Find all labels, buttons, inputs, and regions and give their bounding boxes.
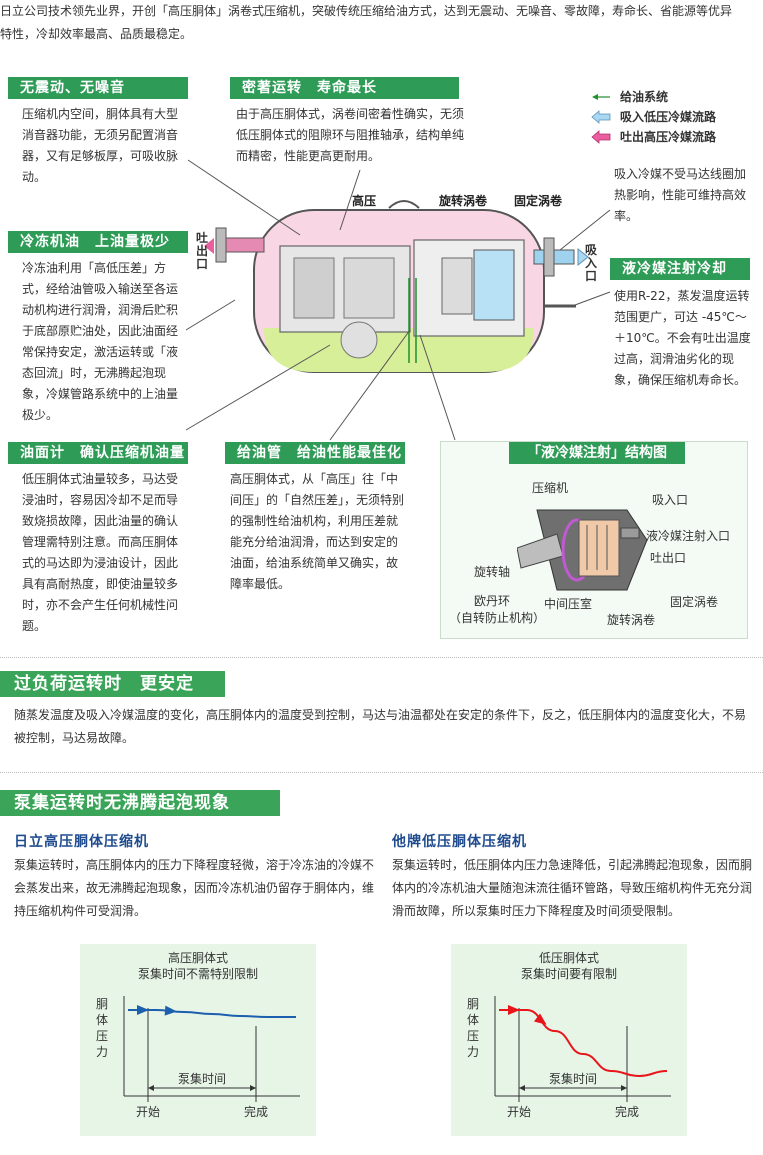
feature-tight-running-text: 由于高压胴体式，涡卷间密着性确实，无须低压胴体式的阻隙环与阻推轴承，结构单纯而精… (236, 107, 465, 163)
legend-suction: 吸入低压冷媒流路 (590, 108, 716, 126)
legend-suction-label: 吸入低压冷媒流路 (620, 109, 717, 124)
y-axis-label: 胴 (96, 997, 108, 1011)
series-line (128, 1009, 296, 1018)
overload-title: 过负荷运转时 更安定 (0, 671, 225, 697)
feature-tight-running-title: 密著运转 寿命最长 (230, 77, 459, 99)
suction-arrow-icon (591, 110, 611, 124)
pumpdown-title: 泵集运转时无沸腾起泡现象 (0, 790, 280, 816)
struct-orbiting-scroll: 旋转涡卷 (607, 613, 656, 627)
structure-diagram (517, 509, 648, 591)
chart-subtitle: 泵集时间不需特别限制 (137, 967, 258, 981)
legend-oil: 给油系统 (590, 88, 668, 106)
oil-pump (340, 321, 378, 359)
orbiting-scroll-block (441, 257, 473, 315)
other-subtitle: 他牌低压胴体压缩机 (392, 834, 527, 850)
chart-title: 低压胴体式 (538, 951, 599, 965)
struct-shaft: 旋转轴 (474, 565, 511, 579)
feature-oil-gauge-title: 油面计 确认压缩机油量 (8, 442, 188, 464)
feature-oil-pipe-text: 高压胴体式，从「高压」往「中间压」的「自然压差」，无须特别的强制性给油机构，利用… (230, 472, 405, 591)
feature-oil-amount-title: 冷冻机油 上油量极少 (8, 231, 188, 253)
motor-coil (293, 257, 335, 319)
label-high-pressure: 高压 (352, 193, 376, 208)
suction-note: 吸入冷媒不受马达线圈加热影响，性能可维持高效率。 (614, 167, 747, 223)
y-axis-label: 力 (467, 1045, 479, 1059)
y-axis-label: 力 (96, 1045, 108, 1059)
divider (0, 772, 763, 773)
y-axis-label: 体 (96, 1013, 108, 1027)
x-tick-label: 完成 (615, 1104, 639, 1119)
chart-low-pressure: 低压胴体式 泵集时间要有限制 胴体压力泵集时间开始 完成 (451, 944, 687, 1136)
label-discharge-port: 吐出口 (196, 231, 209, 271)
y-axis-label: 压 (467, 1029, 479, 1043)
handle-icon (388, 200, 420, 209)
duration-arrow-icon (250, 1085, 256, 1091)
suction-flange (543, 237, 555, 277)
y-axis-label: 胴 (467, 997, 479, 1011)
series-arrow-icon (534, 1013, 547, 1025)
x-tick-label: 开始 (136, 1105, 160, 1119)
divider (0, 657, 763, 658)
discharge-flow-arrow-icon (204, 238, 214, 254)
series-line (499, 1009, 668, 1078)
motor-rotor (343, 257, 395, 319)
hitachi-text: 泵集运转时，高压胴体内的压力下降程度轻微，溶于冷冻油的冷媒不会蒸发出来，故无沸腾… (14, 858, 375, 918)
feature-oil-amount-text: 冷冻油利用「高低压差」方式，经给油管吸入输送至各运动机构进行润滑，润滑后贮积于底… (22, 261, 179, 422)
struct-compressor: 压缩机 (532, 481, 569, 495)
x-axis-label: 泵集时间 (178, 1071, 226, 1086)
scroll-core (578, 519, 620, 577)
x-tick-label: 开始 (507, 1105, 531, 1119)
duration-arrow-icon (519, 1085, 525, 1091)
label-orbiting-scroll: 旋转涡卷 (438, 193, 488, 208)
structure-title: 「液冷媒注射」结构图 (509, 442, 685, 464)
feature-liquid-injection-text: 使用R-22，蒸发温度运转范围更广，可达 -45℃～＋10℃。不会有吐出温度过高… (614, 289, 751, 387)
intro-text: 日立公司技术领先业界，开创「高压胴体」涡卷式压缩机，突破传统压缩给油方式，达到无… (0, 4, 733, 41)
chart-title: 高压胴体式 (167, 951, 228, 965)
hitachi-subtitle: 日立高压胴体压缩机 (14, 834, 149, 850)
struct-oldham-note: （自转防止机构） (449, 611, 546, 625)
legend-oil-label: 给油系统 (620, 89, 669, 104)
chart-subtitle: 泵集时间要有限制 (520, 967, 617, 981)
pointer-lines (185, 159, 611, 441)
feature-liquid-injection-title: 液冷媒注射冷却 (610, 258, 750, 280)
discharge-arrow-icon (591, 130, 611, 144)
x-axis-label: 泵集时间 (549, 1071, 597, 1086)
other-text: 泵集运转时，低压胴体内压力急速降低，引起沸腾起泡现象，因而胴体内的冷冻机油大量随… (392, 858, 753, 918)
chart-high-pressure: 高压胴体式 泵集时间不需特别限制 胴体压力泵集时间开始 完成 (80, 944, 316, 1136)
oil-sump (264, 328, 534, 372)
struct-oldham: 欧丹环 (474, 594, 511, 608)
compressor-diagram: 高压 旋转涡卷 固定涡卷 (204, 193, 589, 373)
feature-oil-gauge-text: 低压胴体式油量较多，马达受浸油时，容易因冷却不足而导致烧损故障，因此油量的确认管… (22, 472, 179, 633)
feature-oil-pipe-title: 给油管 给油性能最佳化 (225, 442, 405, 464)
legend-discharge: 吐出高压冷媒流路 (590, 128, 716, 146)
y-axis-label: 压 (96, 1029, 108, 1043)
series-arrow-icon (137, 1005, 149, 1015)
legend-discharge-label: 吐出高压冷媒流路 (620, 129, 717, 144)
suction-flow-arrow-icon (577, 247, 589, 267)
label-suction-port: 吸入口 (585, 243, 598, 283)
y-axis-label: 体 (467, 1013, 479, 1027)
x-tick-label: 完成 (244, 1104, 268, 1119)
series-arrow-icon (164, 1005, 177, 1016)
struct-mid-chamber: 中间压室 (544, 597, 593, 611)
overload-text: 随蒸发温度及吸入冷媒温度的变化，高压胴体内的温度受到控制，马达与油温都处在安定的… (14, 708, 747, 745)
struct-suction: 吸入口 (652, 493, 689, 507)
struct-discharge: 吐出口 (650, 551, 687, 565)
oil-arrow-icon (592, 94, 610, 100)
label-fixed-scroll: 固定涡卷 (514, 193, 563, 208)
injection-structure-box: 「液冷媒注射」结构图 压缩机 吸入口 液冷媒注射入口 吐出口 旋转轴 欧丹环 （… (440, 441, 748, 639)
discharge-flange (215, 227, 227, 263)
feature-no-vibration-title: 无震动、无噪音 (8, 77, 188, 99)
struct-injection: 液冷媒注射入口 (646, 529, 731, 543)
feature-no-vibration-text: 压缩机内空间，胴体具有大型消音器功能，无须另配置消音器，又有足够板厚，可吸收脉动… (22, 107, 179, 184)
struct-fixed-scroll: 固定涡卷 (670, 595, 719, 609)
duration-arrow-icon (148, 1085, 154, 1091)
series-arrow-icon (508, 1005, 520, 1015)
fixed-scroll-block (473, 249, 515, 321)
duration-arrow-icon (621, 1085, 627, 1091)
